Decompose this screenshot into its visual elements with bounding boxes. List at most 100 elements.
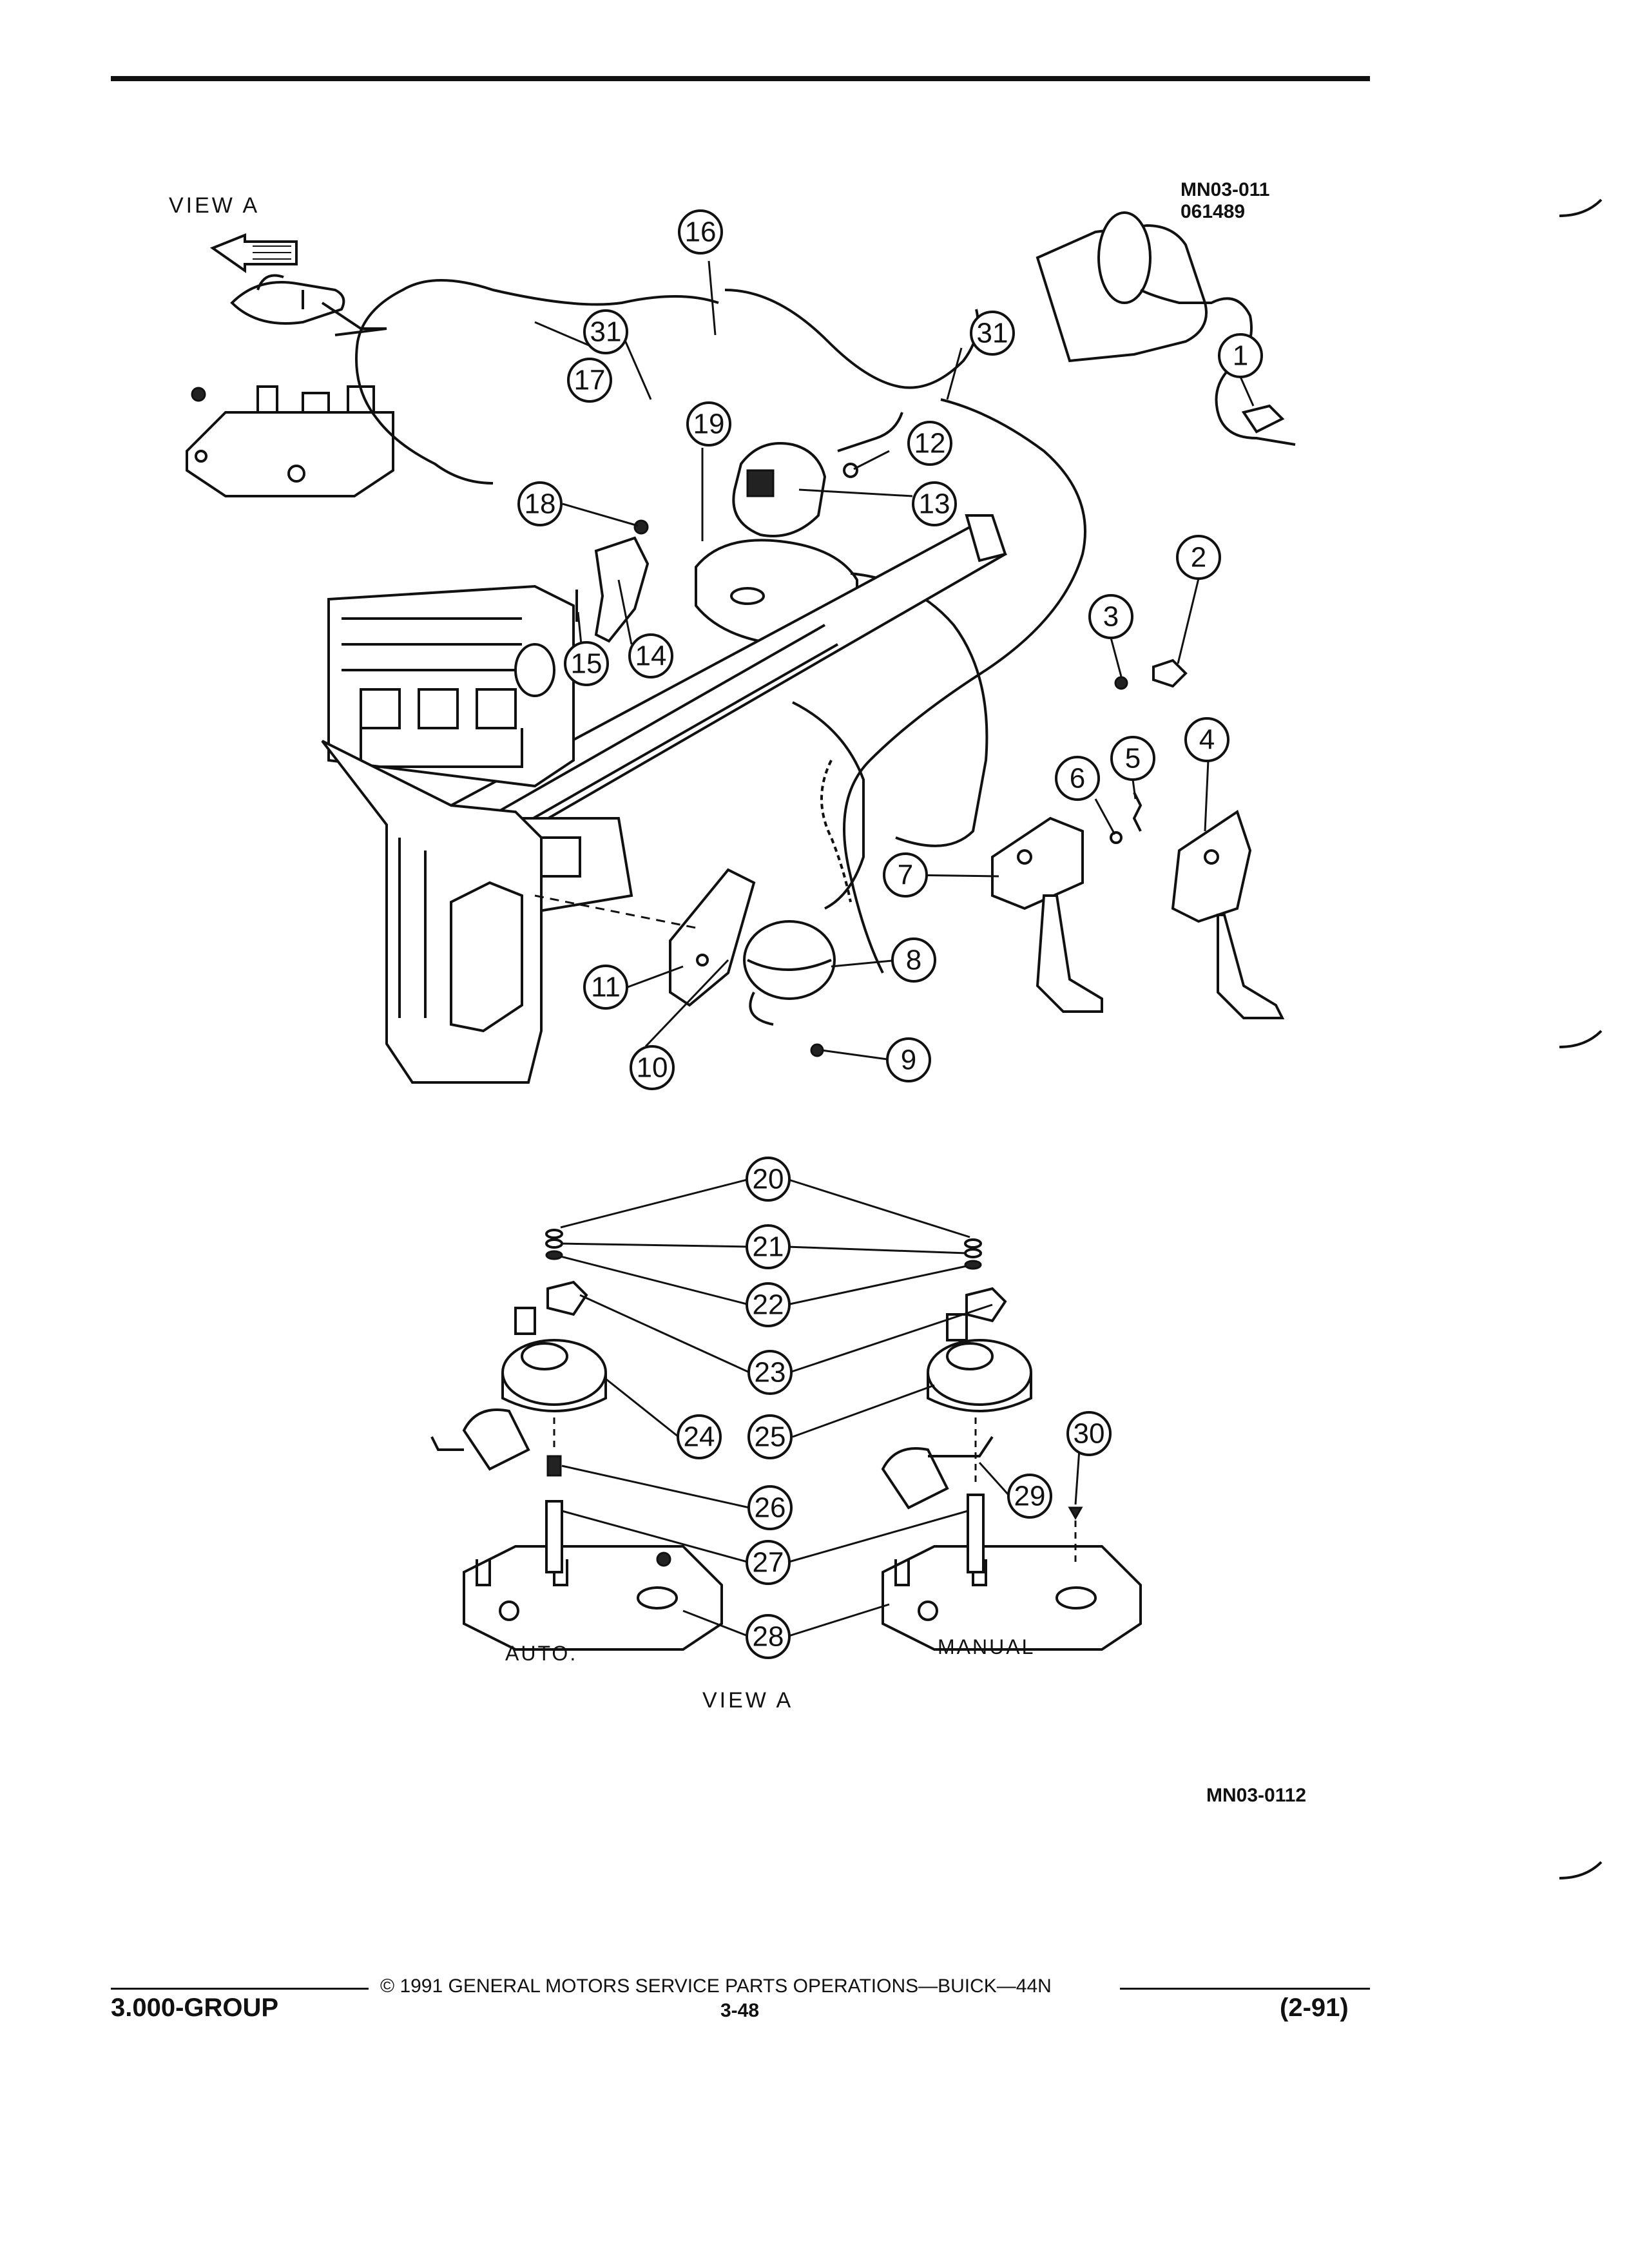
footer-page-number: 3-48 bbox=[720, 2000, 760, 2021]
callout-29: 29 bbox=[1007, 1474, 1052, 1519]
clip-3 bbox=[1114, 676, 1128, 690]
figure-code-top: MN03-011 bbox=[1181, 179, 1270, 200]
callout-21: 21 bbox=[746, 1224, 791, 1269]
callout-15: 15 bbox=[564, 641, 609, 686]
view-a-label-top: VIEW A bbox=[169, 193, 260, 218]
callout-28: 28 bbox=[746, 1614, 791, 1659]
view-a-arrow bbox=[209, 233, 298, 273]
screw-9 bbox=[810, 1043, 824, 1057]
callout-3: 3 bbox=[1088, 594, 1133, 639]
svg-text:12: 12 bbox=[914, 428, 946, 459]
switch-24 bbox=[430, 1339, 607, 1471]
margin-mark-3 bbox=[1559, 1861, 1603, 1879]
svg-text:22: 22 bbox=[753, 1289, 784, 1321]
callout-11: 11 bbox=[583, 965, 628, 1010]
footer-group: 3.000-GROUP bbox=[111, 1994, 279, 2022]
svg-text:21: 21 bbox=[753, 1231, 784, 1263]
clip-23-auto bbox=[546, 1280, 588, 1316]
bracket-11 bbox=[669, 868, 756, 1007]
callout-6: 6 bbox=[1055, 756, 1100, 801]
bushing-26 bbox=[546, 1455, 562, 1477]
callout-8: 8 bbox=[891, 937, 936, 983]
mount-dashed-line bbox=[534, 894, 697, 929]
pedal-4 bbox=[1171, 809, 1285, 1019]
pin-27-manual bbox=[967, 1494, 985, 1573]
pin-27-auto bbox=[545, 1500, 563, 1573]
lower-body bbox=[321, 740, 543, 1084]
footer-date: (2-91) bbox=[1280, 1994, 1349, 2022]
screw-18 bbox=[633, 519, 649, 535]
svg-text:6: 6 bbox=[1070, 763, 1085, 794]
svg-text:18: 18 bbox=[525, 488, 556, 520]
svg-text:1: 1 bbox=[1233, 340, 1248, 372]
svg-text:14: 14 bbox=[635, 640, 667, 672]
svg-text:9: 9 bbox=[901, 1044, 916, 1076]
footer-copyright: © 1991 GENERAL MOTORS SERVICE PARTS OPER… bbox=[380, 1975, 1052, 1997]
margin-mark-1 bbox=[1559, 198, 1603, 217]
svg-text:31: 31 bbox=[590, 316, 622, 348]
callout-2: 2 bbox=[1176, 535, 1221, 580]
callout-25: 25 bbox=[747, 1414, 793, 1459]
svg-text:13: 13 bbox=[919, 488, 950, 520]
footer-rule-left bbox=[111, 1988, 369, 1990]
module-13 bbox=[732, 412, 903, 537]
svg-text:23: 23 bbox=[755, 1357, 786, 1389]
steering-column bbox=[1036, 211, 1296, 446]
callout-30: 30 bbox=[1066, 1411, 1112, 1456]
callout-10: 10 bbox=[630, 1045, 675, 1090]
svg-text:3: 3 bbox=[1103, 601, 1119, 633]
svg-text:10: 10 bbox=[637, 1052, 668, 1084]
callout-14: 14 bbox=[628, 633, 673, 678]
callout-19: 19 bbox=[686, 401, 731, 447]
margin-mark-2 bbox=[1559, 1030, 1603, 1048]
leaders-lower bbox=[560, 1178, 1081, 1638]
view-a-caption: VIEW A bbox=[702, 1688, 794, 1713]
callout-4: 4 bbox=[1184, 717, 1229, 762]
callout-24: 24 bbox=[677, 1414, 722, 1459]
screw-30 bbox=[1068, 1506, 1083, 1521]
connector-auto bbox=[514, 1307, 536, 1335]
callout-26: 26 bbox=[747, 1485, 793, 1530]
auto-label: AUTO. bbox=[505, 1642, 578, 1665]
svg-text:5: 5 bbox=[1125, 743, 1141, 774]
callout-20: 20 bbox=[746, 1157, 791, 1202]
svg-text:7: 7 bbox=[898, 860, 913, 891]
svg-text:26: 26 bbox=[755, 1492, 786, 1524]
svg-text:25: 25 bbox=[755, 1421, 786, 1453]
callout-31-right: 31 bbox=[970, 311, 1015, 356]
switch-2 bbox=[1152, 658, 1188, 688]
svg-text:4: 4 bbox=[1199, 724, 1215, 756]
callout-1: 1 bbox=[1218, 333, 1263, 378]
callout-13: 13 bbox=[912, 481, 957, 526]
pedal-7 bbox=[991, 816, 1103, 1013]
callout-22: 22 bbox=[746, 1282, 791, 1327]
header-rule bbox=[111, 76, 1370, 81]
manual-base-plate bbox=[882, 1545, 1142, 1651]
sensor-8 bbox=[743, 920, 836, 1026]
callout-12: 12 bbox=[907, 421, 952, 466]
cable-sheath bbox=[820, 760, 852, 903]
figure-code: MN03-0112 bbox=[1206, 1785, 1307, 1806]
callout-16: 16 bbox=[678, 209, 723, 255]
switch-25 bbox=[881, 1339, 1032, 1510]
svg-text:15: 15 bbox=[571, 648, 602, 680]
svg-text:11: 11 bbox=[591, 972, 621, 1003]
callout-9: 9 bbox=[886, 1037, 931, 1082]
spring-5 bbox=[1132, 792, 1142, 832]
callout-18: 18 bbox=[517, 481, 563, 526]
cable-loop-17 bbox=[355, 279, 719, 485]
svg-text:16: 16 bbox=[685, 216, 717, 248]
figure-date-code: 061489 bbox=[1181, 201, 1246, 222]
callout-27: 27 bbox=[746, 1540, 791, 1585]
callout-17: 17 bbox=[567, 358, 612, 403]
callout-31-left: 31 bbox=[583, 309, 628, 354]
svg-text:2: 2 bbox=[1191, 542, 1206, 573]
callout-23: 23 bbox=[747, 1350, 793, 1395]
clip-23-manual bbox=[965, 1287, 1007, 1323]
svg-text:30: 30 bbox=[1074, 1418, 1105, 1450]
leaders-main bbox=[534, 260, 1255, 1061]
view-a-inset-switch bbox=[186, 274, 394, 497]
engine-block bbox=[327, 584, 575, 788]
svg-text:28: 28 bbox=[753, 1621, 784, 1653]
